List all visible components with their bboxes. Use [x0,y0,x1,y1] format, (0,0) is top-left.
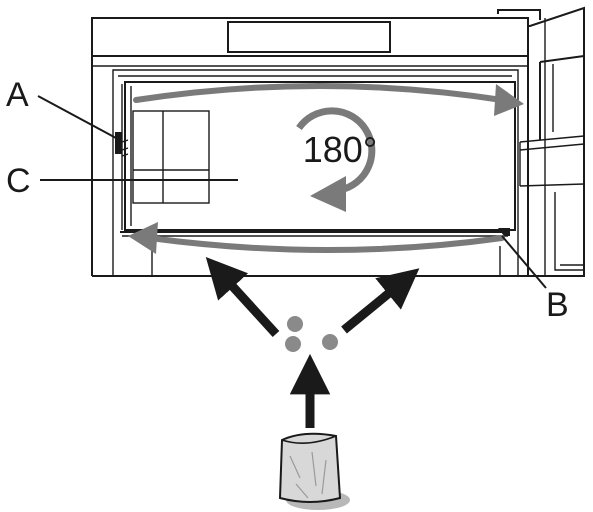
fridge-door [497,6,585,277]
label-c: C [6,162,31,200]
odour-dots [285,316,338,352]
direction-arrows [205,257,420,428]
rotate-180-arrow-icon [296,107,376,212]
shelf-corner-b [498,228,510,236]
callout-lines [37,95,547,289]
label-a: A [6,76,29,114]
fridge-cabinet [91,17,529,277]
deodoriser-bag-icon [278,432,350,510]
label-b: B [546,286,569,324]
control-panel [227,21,391,53]
flip-arrows [128,83,524,254]
shelf-latch-a [115,132,129,157]
rotation-label: 180° [303,129,377,170]
